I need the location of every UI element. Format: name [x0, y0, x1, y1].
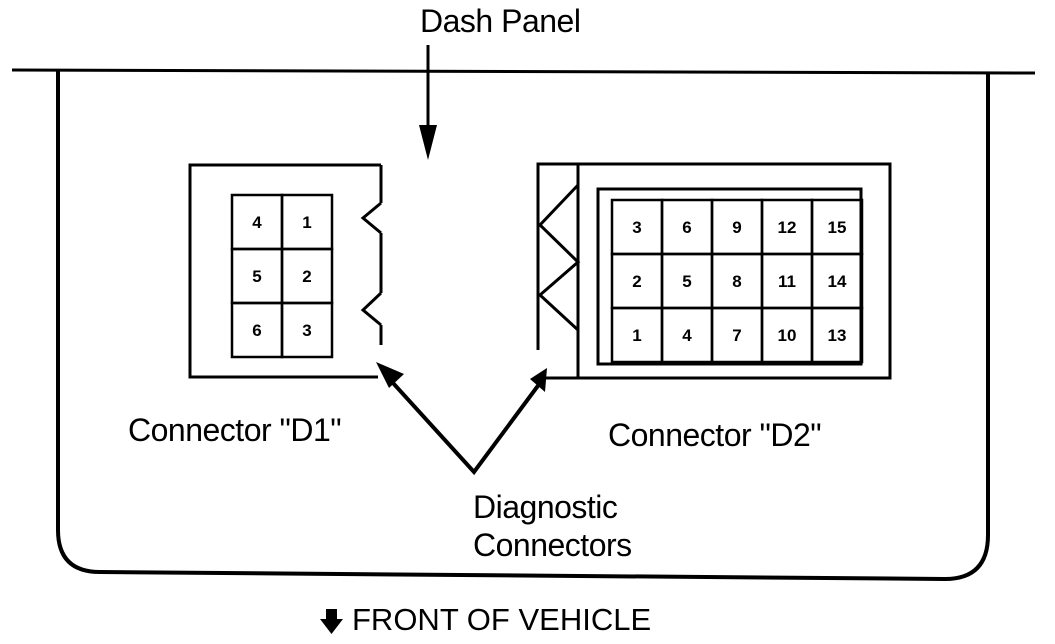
down-arrow-icon: [320, 609, 343, 634]
connector-d2-pin-label: 11: [778, 272, 796, 291]
connector-d2-pin-label: 5: [682, 272, 691, 291]
dash-panel-label: Dash Panel: [420, 3, 581, 39]
connector-d2-housing: [536, 162, 892, 380]
connector-d1-label: Connector "D1": [128, 412, 342, 448]
dash-panel-edge: [11, 68, 1036, 75]
connector-d1-pin-label: 6: [252, 321, 261, 340]
diagnostic-arrows: [376, 362, 547, 476]
panel-outline: [56, 70, 990, 582]
connector-d1-pin-grid: 4 1 5 2 6 3: [230, 193, 334, 359]
connector-d2-label: Connector "D2": [608, 417, 822, 453]
connector-d1-pin-label: 1: [302, 213, 311, 232]
connector-d2-pin-label: 7: [732, 326, 741, 345]
dash-panel-arrow-head: [419, 125, 437, 160]
connector-d2-pin-label: 12: [778, 218, 797, 237]
connector-d1-housing: [188, 163, 383, 379]
arrow-head-d1: [376, 362, 404, 388]
diagnostic-connectors-label-line1: Diagnostic: [473, 489, 618, 525]
front-of-vehicle-label: FRONT OF VEHICLE: [352, 602, 652, 637]
connector-d2-pin-label: 13: [828, 326, 847, 345]
connector-d2-pin-label: 4: [682, 326, 692, 345]
connector-d1-pin-label: 3: [302, 321, 311, 340]
diagnostic-connectors-label-line2: Connectors: [473, 527, 632, 563]
connector-d1-pin-label: 2: [302, 267, 311, 286]
connector-d1-pin-cell: [280, 301, 334, 359]
connector-d2-pin-label: 10: [778, 326, 797, 345]
connector-d2-pin-label: 9: [732, 218, 741, 237]
connector-d2-pin-label: 2: [632, 272, 641, 291]
connector-d2-pin-label: 3: [632, 218, 641, 237]
arrow-head-d2: [530, 368, 547, 392]
connector-d2-pin-cell: [810, 306, 864, 364]
connector-d2-pin-label: 8: [732, 272, 741, 291]
connector-d2-pin-label: 6: [682, 218, 691, 237]
connector-d1-pin-label: 5: [252, 267, 261, 286]
connector-d1-pin-label: 4: [252, 213, 262, 232]
connector-d2-pin-label: 14: [828, 272, 847, 291]
connector-d2-pin-label: 1: [632, 326, 641, 345]
connector-d2-pin-label: 15: [828, 218, 847, 237]
